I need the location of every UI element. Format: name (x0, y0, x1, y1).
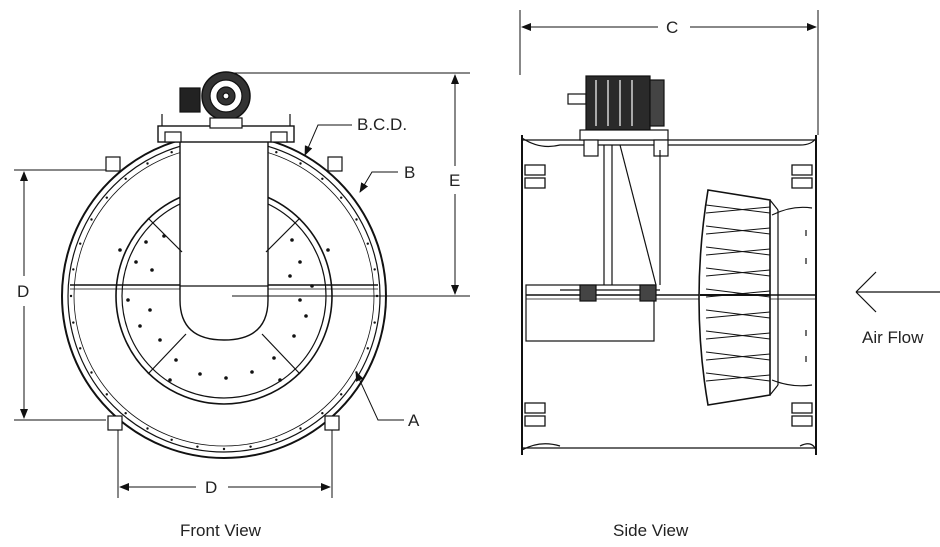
label-a: A (408, 411, 420, 430)
bolt-hole (366, 347, 369, 350)
bolt-hole (355, 218, 358, 221)
bolt-circle-dots (69, 141, 379, 451)
label-e: E (449, 171, 460, 190)
bolt-hole (72, 321, 75, 324)
blade (705, 372, 771, 382)
rivet-dot (138, 324, 142, 328)
label-d-vertical: D (17, 282, 29, 301)
rivet-dot (290, 238, 294, 242)
label-b: B (404, 163, 415, 182)
inner-dots (118, 234, 330, 382)
bolt-hole (105, 196, 108, 199)
rivet-dot (298, 298, 302, 302)
bolt-hole (124, 177, 127, 180)
blade (705, 225, 771, 235)
bolt-hole (373, 321, 376, 324)
bolt-hole (170, 438, 173, 441)
blade (705, 204, 771, 214)
bolt-hole (275, 438, 278, 441)
label-c: C (666, 18, 678, 37)
bolt-hole (90, 218, 93, 221)
rivet-dot (310, 284, 314, 288)
blade (705, 246, 771, 256)
rivet-dot (198, 372, 202, 376)
bolt-hole (340, 393, 343, 396)
caption-front-view: Front View (180, 521, 262, 540)
blade (705, 309, 771, 319)
rivet-dot (292, 334, 296, 338)
bolt-hole (340, 196, 343, 199)
blade (705, 351, 771, 361)
blade (705, 267, 771, 277)
bolt-hole (196, 445, 199, 448)
impeller (698, 189, 779, 406)
bolt-hole (321, 412, 324, 415)
rivet-dot (168, 378, 172, 382)
side-dimensions (519, 10, 819, 135)
blade (705, 330, 771, 340)
bolt-hole (249, 445, 252, 448)
bolt-hole (124, 412, 127, 415)
bolt-hole (79, 242, 82, 245)
rivet-dot (278, 378, 282, 382)
bolt-hole (299, 162, 302, 165)
rivet-dot (150, 268, 154, 272)
label-bcd: B.C.D. (357, 115, 407, 134)
bolt-hole (170, 151, 173, 154)
front-view (61, 71, 387, 459)
label-air-flow: Air Flow (862, 328, 924, 347)
rivet-dot (288, 274, 292, 278)
bolt-hole (299, 427, 302, 430)
side-motor (567, 75, 669, 157)
bolt-hole (275, 151, 278, 154)
bolt-hole (321, 177, 324, 180)
rivet-dot (118, 248, 122, 252)
bolt-hole (72, 268, 75, 271)
bolt-hole (366, 242, 369, 245)
rivet-dot (148, 308, 152, 312)
rivet-dot (162, 234, 166, 238)
bolt-hole (146, 427, 149, 430)
bolt-hole (79, 347, 82, 350)
rivet-dot (298, 260, 302, 264)
rivet-dot (224, 376, 228, 380)
label-d-horizontal: D (205, 478, 217, 497)
rivet-dot (272, 356, 276, 360)
rivet-dot (250, 370, 254, 374)
caption-side-view: Side View (613, 521, 689, 540)
bolt-hole (222, 447, 226, 451)
front-dimensions (14, 72, 470, 498)
bolt-hole (90, 371, 93, 374)
rivet-dot (134, 260, 138, 264)
bolt-hole (373, 268, 376, 271)
rivet-dot (326, 248, 330, 252)
bolt-hole (146, 162, 149, 165)
rivet-dot (174, 358, 178, 362)
motor-icon (179, 71, 251, 129)
rivet-dot (144, 240, 148, 244)
air-flow-arrow-icon (855, 271, 940, 313)
bolt-hole (69, 294, 73, 298)
rivet-dot (126, 298, 130, 302)
side-view (521, 75, 817, 455)
rivet-dot (158, 338, 162, 342)
rivet-dot (304, 314, 308, 318)
bolt-hole (105, 393, 108, 396)
